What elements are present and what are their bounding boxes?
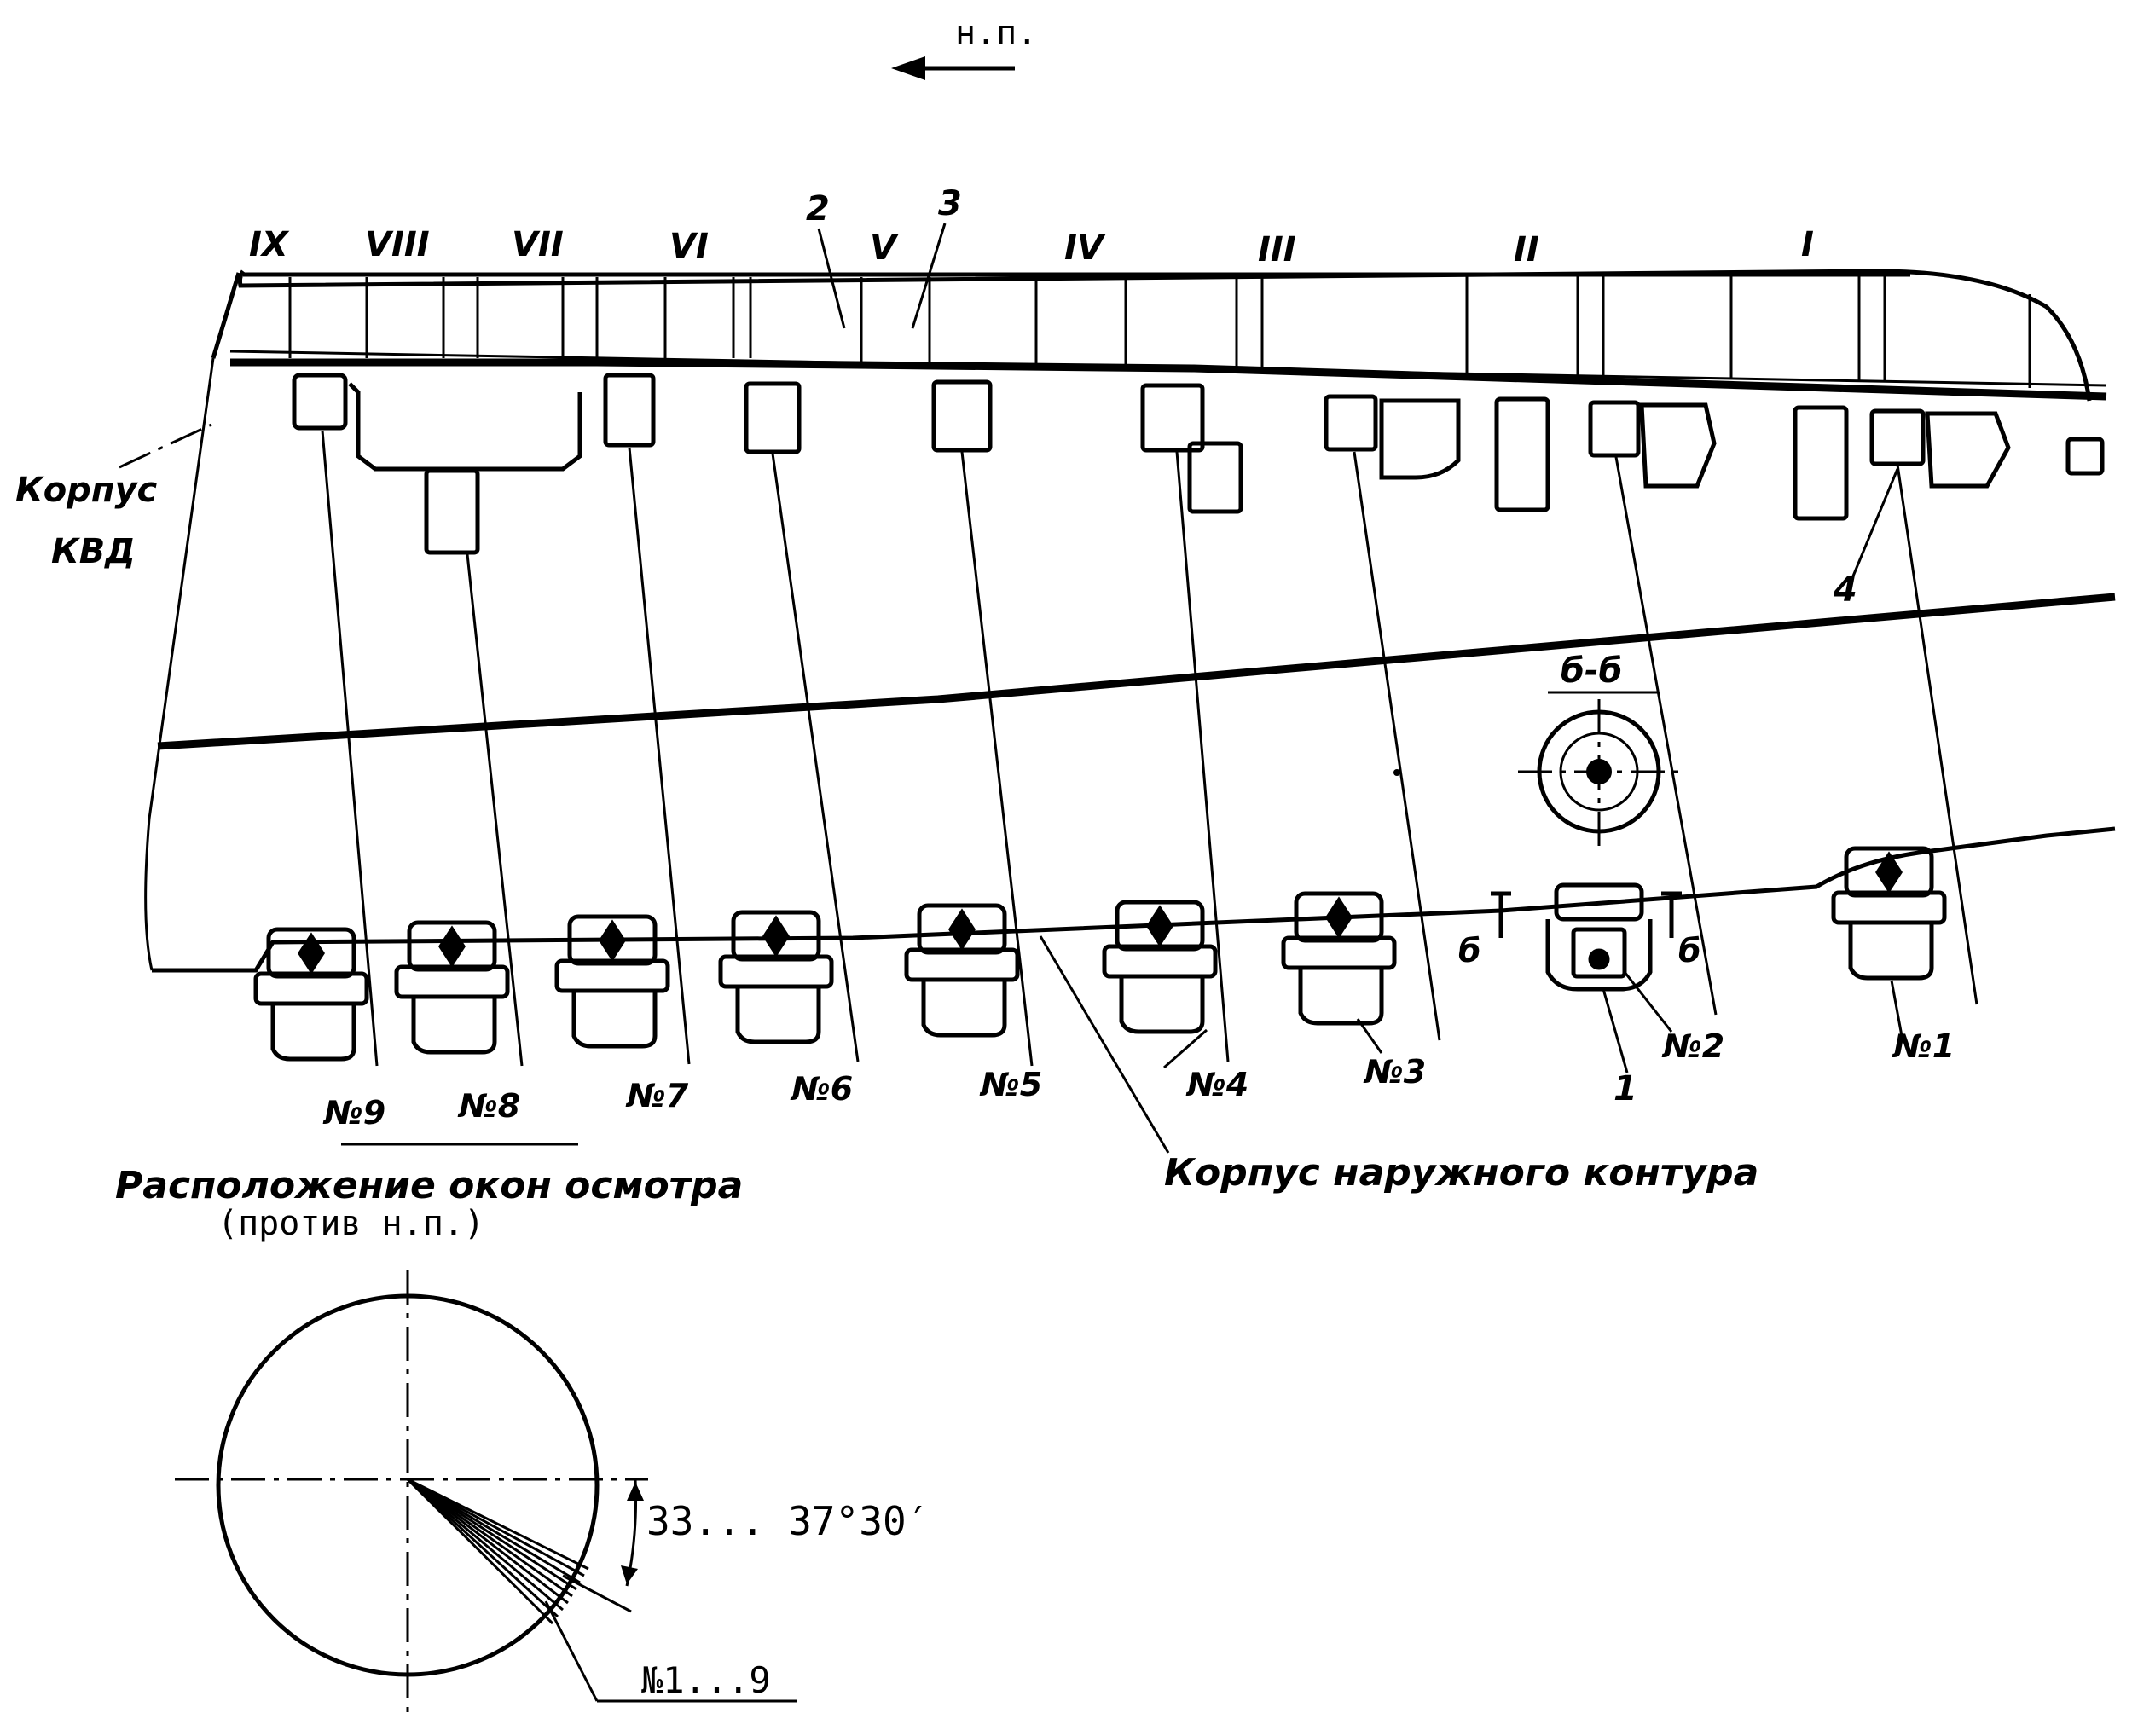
window-label: №8 [457, 1087, 520, 1125]
inspection-windows [253, 846, 1947, 1062]
window-2-leader [1623, 971, 1673, 1033]
hp-casing-label: Корпус КВД [15, 423, 212, 571]
angle-range-label: №1...9 [641, 1659, 771, 1701]
section-view: б-б [1518, 651, 1680, 853]
stage-label: VIII [365, 225, 430, 264]
callout-3: 3 [938, 184, 962, 223]
outer-casing-left-wall [144, 357, 215, 971]
window-label: №6 [790, 1070, 853, 1108]
window-label: №2 [1661, 1027, 1724, 1065]
stage-label: IX [249, 225, 290, 264]
angle-diagram: 33... 37°30′ №1...9 [175, 1270, 930, 1714]
inspection-window-5 [904, 903, 1020, 1038]
drawing-dot [1393, 769, 1400, 776]
inspection-window-7 [554, 914, 670, 1049]
angle-label: 33... 37°30′ [646, 1498, 930, 1544]
direction-indicator: н.п. [891, 14, 1037, 80]
window-4-leader [1163, 1028, 1208, 1069]
section-mark-left: б [1458, 932, 1481, 969]
window-label: №5 [979, 1066, 1042, 1103]
stage-label: VII [512, 225, 564, 264]
section-label: б-б [1561, 651, 1622, 691]
stage-label: II [1514, 230, 1539, 269]
stage-label: V [870, 229, 899, 268]
outer-casing-bottom-contour [152, 826, 2116, 973]
window-3-leader [1356, 1018, 1383, 1054]
hp-casing-label-line2: КВД [51, 532, 136, 571]
inspection-window-9 [253, 927, 369, 1062]
layout-caption-subtitle: (против н.п.) [217, 1204, 484, 1243]
direction-arrow-head [891, 56, 925, 80]
angle-arrow-top [627, 1482, 644, 1501]
casing-inner-band-2 [229, 350, 2107, 387]
direction-label: н.п. [955, 14, 1037, 53]
casing-left-edge [211, 272, 241, 359]
window-angle-rays [406, 1478, 632, 1702]
outer-casing-leader [1039, 935, 1170, 1154]
window-label: №3 [1363, 1053, 1426, 1091]
hp-compressor-casing [211, 269, 2107, 555]
stator-housings [292, 373, 2105, 555]
callout-1: 1 [1613, 1069, 1637, 1108]
stage-label: I [1801, 225, 1814, 264]
callout-4-leader [1851, 468, 1899, 579]
callout-2: 2 [806, 189, 830, 229]
outer-casing-label: Корпус наружного контура [1164, 1151, 1758, 1195]
inspection-window-2 [1491, 882, 1682, 992]
window-1-leader [1890, 980, 1903, 1037]
casing-ribs [288, 275, 2031, 388]
inspection-window-1 [1831, 846, 1947, 981]
layout-caption-title: Расположение окон осмотра [115, 1164, 743, 1207]
hp-casing-label-line1: Корпус [15, 471, 158, 510]
window-label: №4 [1185, 1066, 1248, 1103]
inspection-window-4 [1102, 900, 1218, 1034]
window-label: №9 [322, 1094, 385, 1131]
window-labels: №9 №8 №7 №6 №5 №4 №3 №2 №1 [322, 1027, 1955, 1131]
inspection-window-6 [718, 910, 834, 1044]
angle-arrow-bottom [621, 1565, 638, 1584]
stage-label: IV [1064, 229, 1106, 268]
section-mark-right: б [1678, 932, 1701, 969]
hp-casing-leader [119, 423, 212, 469]
window-stage-leaders [321, 430, 1978, 1067]
casing-top-contour [237, 269, 2092, 402]
inspection-window-3 [1281, 891, 1397, 1026]
stage-label: III [1258, 230, 1296, 269]
callout-1-leader [1602, 988, 1629, 1073]
casing-inner-band [230, 358, 2107, 401]
casing-split-line [157, 593, 2116, 750]
inspection-window-8 [394, 920, 510, 1055]
stage-label: VI [669, 227, 709, 266]
window-label: №7 [625, 1077, 689, 1114]
stage-labels: IX VIII VII VI V IV III II I [249, 225, 1814, 269]
